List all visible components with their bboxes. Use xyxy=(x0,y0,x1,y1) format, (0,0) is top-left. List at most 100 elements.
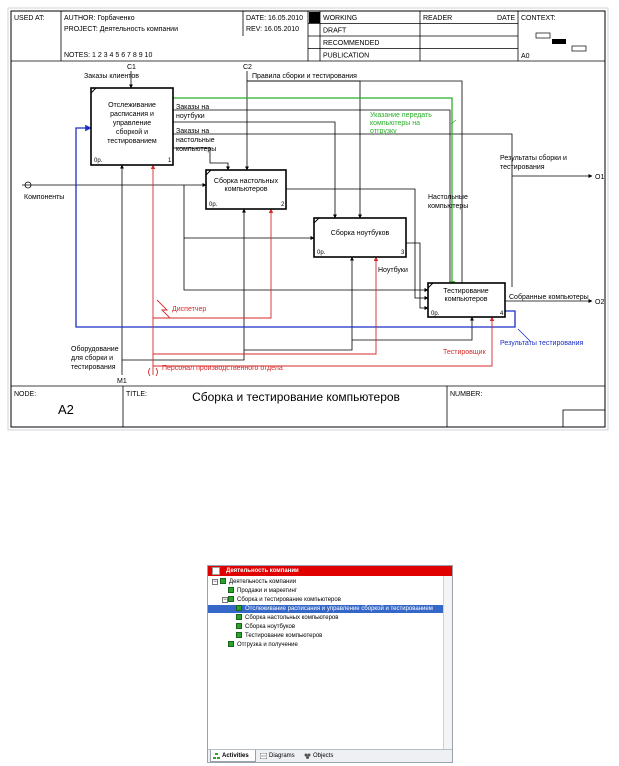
tree-item-scheduling[interactable]: Отслеживание расписания и управление сбо… xyxy=(208,605,444,613)
test-results-squiggle xyxy=(517,328,531,342)
tree-item-desktops[interactable]: Сборка настольных компьютеров xyxy=(236,614,338,622)
reader-date-label: DATE xyxy=(497,15,515,22)
tree-item-assembly[interactable]: Сборка и тестирование компьютеров xyxy=(228,596,341,604)
mechanism-red-arrows xyxy=(148,164,495,377)
reader-label: READER xyxy=(423,15,452,22)
status-working: WORKING xyxy=(323,15,357,22)
context-box-current xyxy=(552,39,566,44)
activity-2-line-2: компьютеров xyxy=(225,186,268,193)
author-text: AUTHOR: Горбаченко xyxy=(64,14,135,22)
c2-label: Правила сборки и тестирования xyxy=(252,72,357,80)
activity-3-cost: 0р. xyxy=(317,250,326,256)
title-label: TITLE: xyxy=(126,391,147,398)
notes-text: NOTES: 1 2 3 4 5 6 7 8 9 10 xyxy=(64,52,152,59)
context-label: CONTEXT: xyxy=(521,15,556,22)
activity-icon xyxy=(236,614,242,621)
diagrams-tab-icon xyxy=(260,753,267,759)
footer-block xyxy=(11,385,606,428)
o1-code: O1 xyxy=(595,174,604,181)
status-recommended: RECOMMENDED xyxy=(323,40,379,47)
test-results-arrow xyxy=(75,124,516,328)
objects-tab-icon xyxy=(304,753,311,759)
activity-icon xyxy=(228,596,234,603)
tree-item-shipping[interactable]: Отгрузка и получение xyxy=(228,641,298,649)
activity-1-line-3: управление xyxy=(113,120,151,127)
dispatcher-label: Диспетчер xyxy=(172,306,206,313)
activity-1-number: 1 xyxy=(168,158,172,164)
activity-2-number: 2 xyxy=(281,202,285,208)
activity-1-line-4: сборкой и xyxy=(116,128,148,136)
tab-activities[interactable]: Activities xyxy=(210,750,256,762)
working-marker xyxy=(309,12,320,23)
personnel-label: Персонал производственного отдела xyxy=(162,365,283,372)
collapse-toggle-assembly[interactable]: − xyxy=(222,597,228,603)
activity-box-3[interactable]: Сборка ноутбуков 0р. 3 xyxy=(313,217,407,258)
tree-item-notebooks[interactable]: Сборка ноутбуков xyxy=(236,623,295,631)
activity-1-line-2: расписания и xyxy=(110,111,154,118)
c2-code: C2 xyxy=(243,64,252,71)
activity-4-line-2: компьютеров xyxy=(445,296,488,303)
test-results-label: Результаты тестирования xyxy=(500,340,584,347)
ship-squiggle xyxy=(450,119,457,125)
activity-4-cost: 0р. xyxy=(431,311,440,317)
tree-item-company[interactable]: Деятельность компании xyxy=(220,578,296,586)
activity-icon xyxy=(220,578,226,585)
header-block xyxy=(11,11,605,62)
diagram-title: Сборка и тестирование компьютеров xyxy=(192,390,400,404)
activity-4-line-1: Тестирование xyxy=(443,288,488,295)
ship-instruction-arrow xyxy=(173,97,456,288)
status-draft: DRAFT xyxy=(323,28,347,35)
activity-1-line-5: тестированием xyxy=(107,138,157,145)
tester-label: Тестировщик xyxy=(443,349,487,356)
collapse-toggle-root[interactable]: − xyxy=(212,579,218,585)
tree-item-sales[interactable]: Продажи и маркетинг xyxy=(228,587,297,595)
o2-code: O2 xyxy=(595,299,604,306)
diagram-frame xyxy=(10,10,606,428)
context-node: A0 xyxy=(521,53,530,60)
notebooks-label: Ноутбуки xyxy=(378,266,408,274)
rev-text: REV: 16.05.2010 xyxy=(246,26,299,33)
node-value: A2 xyxy=(58,402,74,417)
tree-root-header[interactable]: Деятельность компании xyxy=(208,566,452,576)
tree-root-title: Деятельность компании xyxy=(226,568,299,574)
tab-objects[interactable]: Objects xyxy=(302,750,342,762)
date-text: DATE: 16.05.2010 xyxy=(246,15,303,22)
c1-label: Заказы клиентов xyxy=(84,73,139,80)
activity-3-number: 3 xyxy=(401,250,405,256)
c1-code: C1 xyxy=(127,64,136,71)
activity-1-line-1: Отслеживание xyxy=(108,102,156,109)
number-label: NUMBER: xyxy=(450,391,482,398)
activities-tab-icon xyxy=(213,753,220,759)
used-at-label: USED AT: xyxy=(14,15,45,22)
model-icon xyxy=(212,567,220,575)
assembled-label: Собранные компьютеры xyxy=(509,293,589,301)
explorer-tabs: Activities Diagrams Objects xyxy=(208,749,452,762)
context-box-3 xyxy=(571,45,587,52)
tab-diagrams[interactable]: Diagrams xyxy=(258,750,300,762)
model-explorer-panel: Деятельность компании − Деятельность ком… xyxy=(207,565,453,763)
activity-icon xyxy=(228,641,234,648)
control-arrows xyxy=(22,71,593,375)
activity-icon xyxy=(236,623,242,630)
components-label: Компоненты xyxy=(24,194,64,201)
activity-3-line-1: Сборка ноутбуков xyxy=(331,229,390,237)
project-text: PROJECT: Деятельность компании xyxy=(64,26,178,33)
activity-4-number: 4 xyxy=(500,311,504,317)
tree-item-testing[interactable]: Тестирование компьютеров xyxy=(236,632,322,640)
tree-scrollbar[interactable] xyxy=(443,576,452,750)
m1-code: M1 xyxy=(117,378,127,385)
context-box-1 xyxy=(535,32,551,39)
activity-icon xyxy=(236,605,242,612)
